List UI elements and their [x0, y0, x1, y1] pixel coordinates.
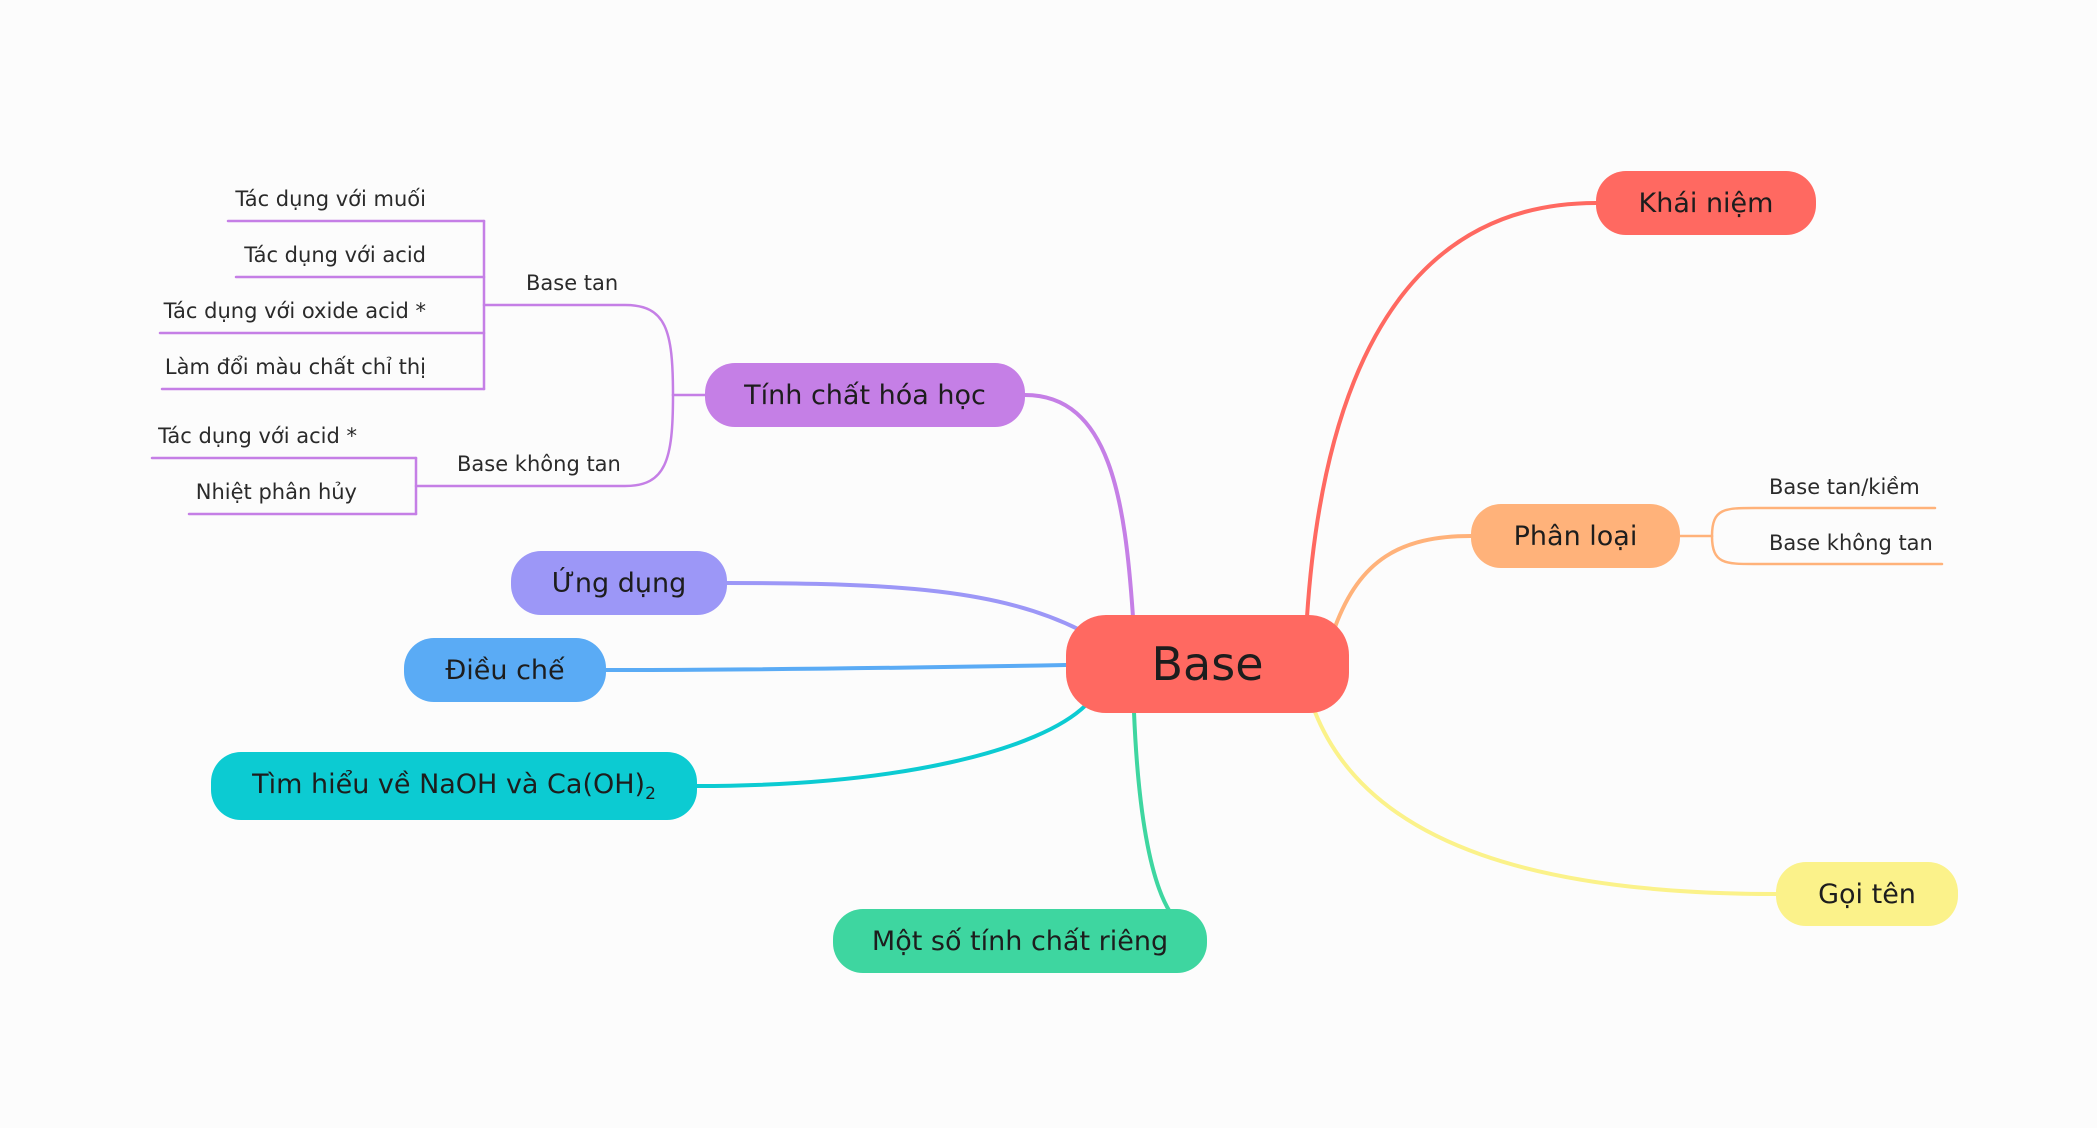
- sub-branch-base-khong-tan[interactable]: Base không tan: [457, 452, 621, 476]
- branch-phan-loai[interactable]: Phân loại: [1471, 504, 1680, 568]
- leaf-lam-doi-mau-chat-chi-thi[interactable]: Làm đổi màu chất chỉ thị: [164, 355, 426, 379]
- branch-tinh-chat-label: Tính chất hóa học: [744, 379, 986, 411]
- root-label: Base: [1151, 637, 1264, 691]
- sub-branch-base-tan[interactable]: Base tan: [526, 271, 619, 295]
- branch-goi-ten[interactable]: Gọi tên: [1776, 862, 1958, 926]
- leaf-tac-dung-voi-muoi[interactable]: Tác dụng với muối: [235, 187, 426, 211]
- branch-ung-dung-label: Ứng dụng: [551, 567, 687, 599]
- branch-tim-hieu-label: Tìm hiểu về NaOH và Ca(OH)2: [252, 768, 656, 804]
- branch-dieu-che[interactable]: Điều chế: [404, 638, 606, 702]
- line-mot-so: [1132, 710, 1172, 914]
- line-khai-niem: [1305, 201, 1598, 619]
- branch-mot-so-tinh-chat-rieng[interactable]: Một số tính chất riêng: [833, 909, 1207, 973]
- line-tinh-chat: [1023, 393, 1135, 619]
- leaf-tac-dung-voi-acid[interactable]: Tác dụng với acid: [244, 243, 426, 267]
- line-tc-base-khong-tan: [414, 393, 675, 488]
- branch-ung-dung[interactable]: Ứng dụng: [511, 551, 727, 615]
- root-node-base[interactable]: Base: [1066, 615, 1349, 713]
- branch-tim-hieu[interactable]: Tìm hiểu về NaOH và Ca(OH)2: [211, 752, 697, 820]
- line-dieu-che: [604, 663, 1068, 672]
- line-goi-ten: [1313, 710, 1778, 896]
- branch-goi-ten-label: Gọi tên: [1818, 878, 1916, 910]
- branch-phan-loai-label: Phân loại: [1513, 520, 1638, 552]
- leaf-base-tan-kiem[interactable]: Base tan/kiềm: [1769, 475, 1920, 499]
- leaf-base-khong-tan-pl[interactable]: Base không tan: [1769, 531, 1933, 555]
- line-phan-loai: [1333, 534, 1473, 629]
- leaf-tac-dung-voi-oxide-acid[interactable]: Tác dụng với oxide acid *: [163, 299, 426, 323]
- line-pl-base-tan-kiem: [1710, 506, 1937, 538]
- branch-khai-niem[interactable]: Khái niệm: [1596, 171, 1816, 235]
- line-ung-dung: [725, 581, 1082, 632]
- branch-dieu-che-label: Điều chế: [445, 654, 565, 686]
- branch-mot-so-label: Một số tính chất riêng: [871, 925, 1169, 957]
- leaf-tac-dung-voi-acid-2[interactable]: Tác dụng với acid *: [158, 424, 357, 448]
- line-tim-hieu: [695, 703, 1088, 788]
- leaf-nhiet-phan-huy[interactable]: Nhiệt phân hủy: [195, 480, 357, 504]
- subscript-2: 2: [645, 783, 656, 804]
- branch-khai-niem-label: Khái niệm: [1638, 187, 1774, 219]
- line-pl-base-khong-tan: [1710, 534, 1944, 566]
- branch-tinh-chat-hoa-hoc[interactable]: Tính chất hóa học: [705, 363, 1025, 427]
- line-tc-base-tan: [482, 303, 675, 397]
